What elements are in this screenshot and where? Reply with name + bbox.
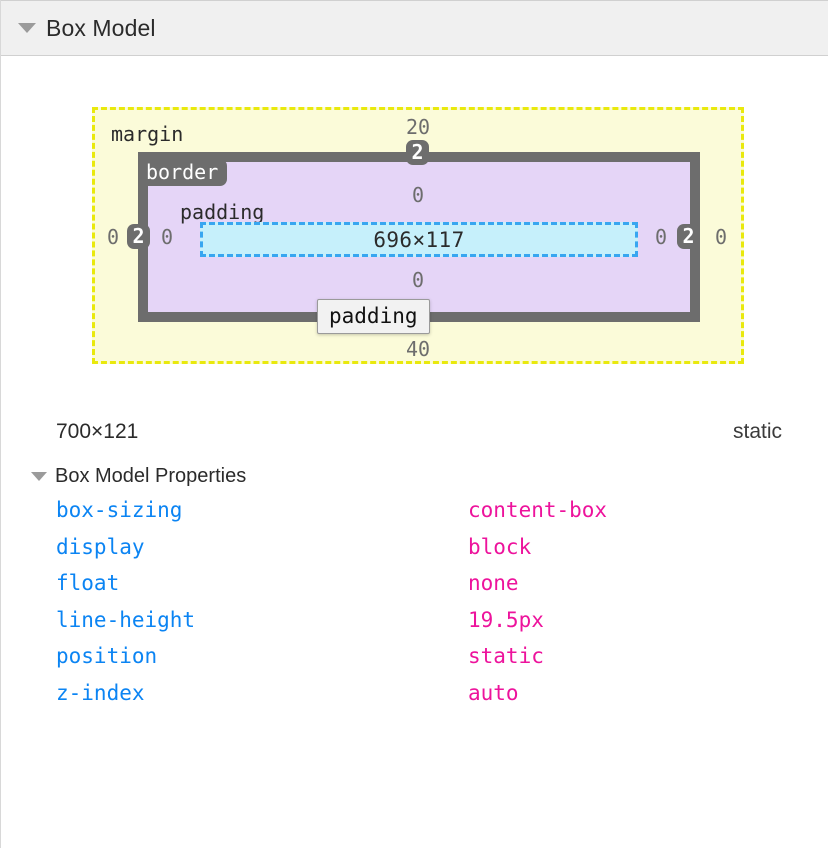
property-name[interactable]: line-height [56, 607, 196, 632]
padding-right-value[interactable]: 0 [654, 225, 668, 249]
region-tooltip: padding [317, 299, 430, 334]
padding-bottom-value[interactable]: 0 [411, 268, 425, 292]
padding-top-value[interactable]: 0 [411, 183, 425, 207]
margin-region-label: margin [111, 122, 184, 146]
border-region-label: border [138, 159, 228, 186]
property-value[interactable]: content-box [468, 498, 608, 522]
box-model-section-header[interactable]: Box Model [1, 1, 828, 56]
property-name[interactable]: display [56, 534, 145, 559]
element-size-label: 700×121 [56, 420, 139, 443]
panel-top-divider [0, 0, 828, 1]
content-region[interactable]: 696×117 [200, 222, 638, 257]
section-title: Box Model [46, 14, 156, 41]
triangle-down-icon[interactable] [18, 23, 36, 33]
padding-region-label: padding [180, 200, 265, 224]
margin-top-value[interactable]: 20 [405, 115, 431, 139]
property-row[interactable]: line-height 19.5px [0, 608, 828, 645]
property-value[interactable]: none [468, 571, 519, 595]
box-model-properties-header[interactable]: Box Model Properties [0, 462, 828, 490]
element-position-label: static [732, 420, 782, 443]
border-left-value[interactable]: 2 [127, 224, 150, 249]
property-row[interactable]: float none [0, 571, 828, 608]
box-model-diagram[interactable]: margin padding border 696×117 20 2 0 0 2… [92, 107, 744, 364]
panel-left-divider [0, 0, 1, 848]
property-value[interactable]: 19.5px [468, 607, 544, 632]
margin-left-value[interactable]: 0 [106, 225, 120, 249]
property-name[interactable]: z-index [56, 680, 145, 705]
margin-bottom-value[interactable]: 40 [405, 337, 431, 361]
border-top-value[interactable]: 2 [406, 140, 429, 165]
property-name[interactable]: position [56, 644, 158, 668]
triangle-down-icon[interactable] [31, 471, 47, 481]
margin-right-value[interactable]: 0 [714, 225, 728, 249]
padding-left-value[interactable]: 0 [160, 225, 174, 249]
box-model-summary: 700×121 static [0, 420, 828, 456]
property-row[interactable]: z-index auto [0, 681, 828, 718]
property-row[interactable]: box-sizing content-box [0, 498, 828, 535]
property-row[interactable]: display block [0, 535, 828, 572]
property-value[interactable]: static [468, 644, 544, 668]
border-right-value[interactable]: 2 [677, 224, 700, 249]
property-name[interactable]: float [56, 571, 120, 595]
box-model-properties-list: box-sizing content-box display block flo… [0, 498, 828, 717]
property-name[interactable]: box-sizing [56, 498, 183, 522]
properties-section-title: Box Model Properties [55, 464, 247, 487]
content-size-label: 696×117 [373, 227, 465, 252]
property-value[interactable]: block [468, 534, 532, 559]
property-row[interactable]: position static [0, 644, 828, 681]
property-value[interactable]: auto [468, 680, 519, 705]
